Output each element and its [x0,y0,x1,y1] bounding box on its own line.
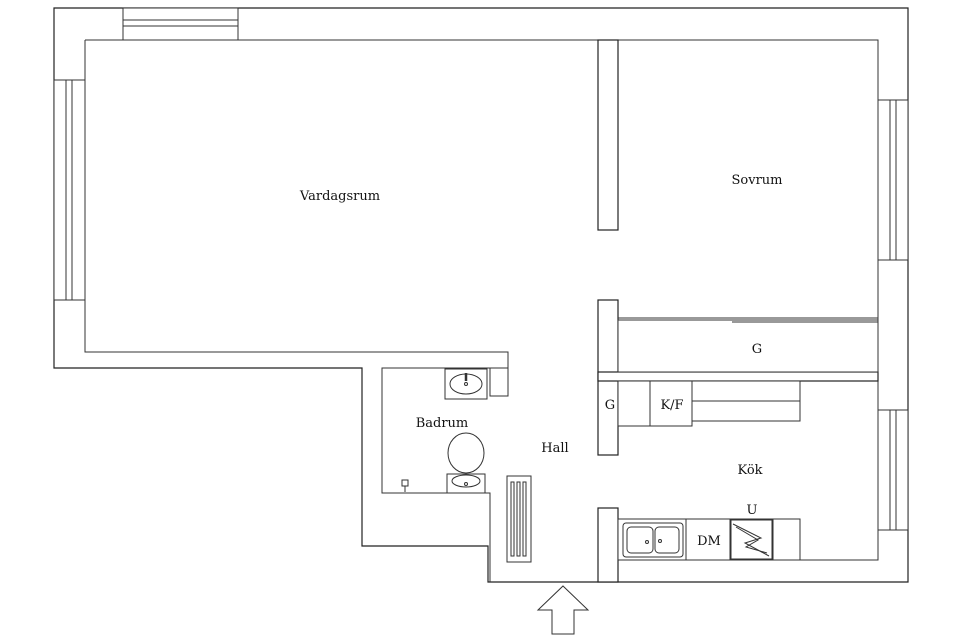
room-label-kitchen: Kök [737,463,762,478]
bathroom-sink [444,368,488,400]
outer-walls [53,7,909,583]
fixture-label-oven: U [747,503,758,518]
fixture-label-fridge-freezer: K/F [660,398,683,413]
room-label-bedroom: Sovrum [732,173,783,188]
kitchen-sink [622,522,684,558]
room-label-bath: Badrum [416,416,469,431]
fixture-label-wardrobe-hall: G [605,398,615,413]
bedroom-wardrobe [617,317,879,373]
kitchen-upper-units [617,380,801,427]
stove [730,519,773,560]
fixture-label-dishwasher: DM [697,534,721,549]
fixture-label-wardrobe-bedroom: G [752,342,762,357]
window-left [53,79,86,301]
window-top [122,7,239,41]
toilet [446,432,486,494]
room-label-living: Vardagsrum [299,189,380,204]
floor-drain [401,479,409,492]
window-right-kitchen [877,409,909,531]
room-label-hall: Hall [541,441,568,456]
hall-radiator [506,475,532,563]
entrance-arrow-icon [536,585,590,635]
window-right-bedroom [877,99,909,261]
